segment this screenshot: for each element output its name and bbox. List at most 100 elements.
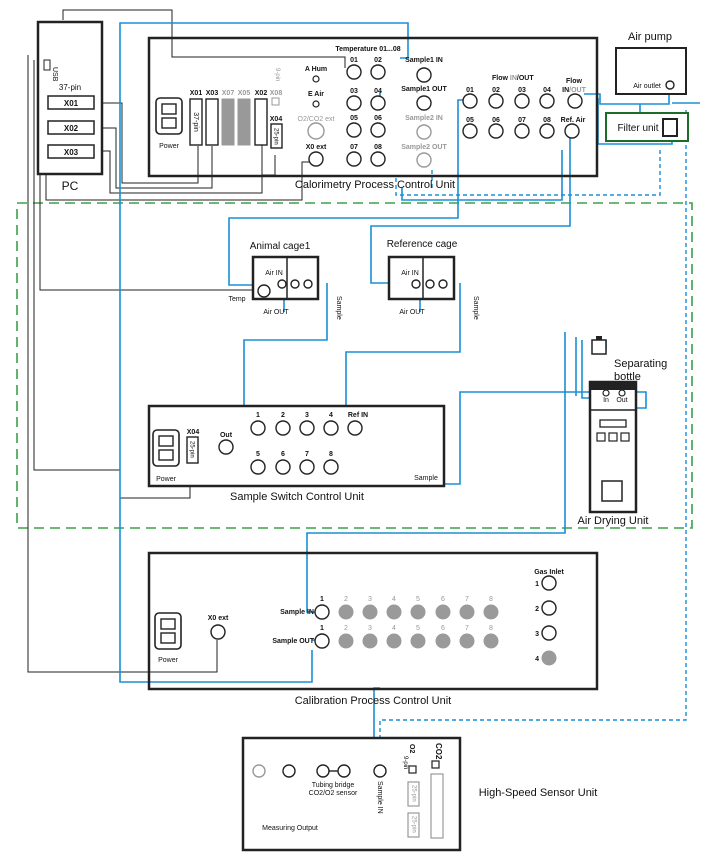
pc-port-x02-label: X02 bbox=[64, 124, 79, 133]
calorimetry-x02-label: X02 bbox=[255, 90, 268, 97]
animal-cage-title: Animal cage1 bbox=[250, 241, 311, 252]
reference-cage-air-in-label: Air IN bbox=[401, 270, 419, 277]
calorimetry-frame bbox=[147, 36, 599, 178]
cal-in-port-2-label: 2 bbox=[344, 596, 348, 603]
switch-port-5 bbox=[250, 459, 266, 475]
calorimetry-x01-pin-label: 37-pin bbox=[192, 112, 199, 132]
air-pump: Air pump Air outlet bbox=[615, 31, 687, 95]
reference-cage-sample-label: Sample bbox=[472, 296, 479, 320]
gas-inlet-4-label: 4 bbox=[535, 656, 539, 663]
high-speed-sensor-unit: Measuring Output Tubing bridge CO2/O2 se… bbox=[241, 736, 597, 852]
sample-switch-power-label: Power bbox=[156, 476, 177, 483]
hs-unused-port bbox=[252, 764, 266, 778]
cal-out-port-2-label: 2 bbox=[344, 625, 348, 632]
ref-air-port bbox=[564, 123, 580, 139]
gas-inlet-1-port bbox=[541, 575, 557, 591]
animal-cage-air-in-port bbox=[277, 279, 287, 289]
cal-in-port-1-label: 1 bbox=[320, 596, 324, 603]
pc-unit: USB 37-pin X01 X02 X03 PC bbox=[36, 20, 104, 193]
reference-cage-frame bbox=[387, 255, 456, 301]
switch-port-4-label: 4 bbox=[329, 412, 333, 419]
reference-cage-sample-port bbox=[438, 279, 448, 289]
calorimetry-x03-connector bbox=[205, 98, 219, 146]
hs-o2-connector bbox=[408, 765, 417, 774]
switch-port-4 bbox=[323, 420, 339, 436]
reference-cage-air-out-port bbox=[425, 279, 435, 289]
animal-cage-temp-label: Temp bbox=[228, 296, 245, 303]
calorimetry-25pin-label: 25-pin bbox=[272, 128, 278, 145]
calorimetry-x0ext-label: X0 ext bbox=[306, 144, 327, 151]
switch-port-2-label: 2 bbox=[281, 412, 285, 419]
hs-sample-in-label: Sample IN bbox=[376, 781, 383, 814]
switch-ref-in-label: Ref IN bbox=[348, 412, 368, 419]
hs-tubing-bridge-port-a bbox=[316, 764, 330, 778]
sample1-in-label: Sample1 IN bbox=[405, 57, 443, 64]
air-outlet-port bbox=[665, 80, 675, 90]
temp-port-07-label: 07 bbox=[350, 144, 358, 151]
flow-port-04-label: 04 bbox=[543, 87, 551, 94]
cal-in-port-5 bbox=[410, 604, 426, 620]
usb-label: USB bbox=[51, 67, 58, 82]
o2co2-ext-label: O2/CO2 ext bbox=[298, 116, 335, 123]
bottle-out-label: Out bbox=[616, 397, 627, 404]
sample-switch-out-port bbox=[218, 439, 234, 455]
hs-co2-label: CO2 bbox=[434, 743, 443, 760]
bottle-in-label: In bbox=[603, 397, 609, 404]
sample1-in-port bbox=[416, 67, 432, 83]
bottle-out-port bbox=[618, 389, 626, 397]
temp-port-04 bbox=[370, 95, 386, 111]
cal-out-port-7 bbox=[459, 633, 475, 649]
sample2-out-label: Sample2 OUT bbox=[401, 144, 447, 151]
ref-air-label: Ref. Air bbox=[561, 117, 586, 124]
pc-port-x01 bbox=[47, 95, 95, 110]
flow-ports: 01 02 03 04 05 06 07 08 bbox=[462, 87, 555, 139]
reference-cage-air-out-label: Air OUT bbox=[399, 309, 425, 316]
gas-inlet-2-label: 2 bbox=[535, 606, 539, 613]
switch-port-3 bbox=[299, 420, 315, 436]
separating-bottle-title-2: bottle bbox=[614, 371, 641, 383]
gas-inlet-2-port bbox=[541, 600, 557, 616]
cal-out-port-1-label: 1 bbox=[320, 625, 324, 632]
sample-switch-25pin-label: 25-pin bbox=[188, 441, 194, 458]
calibration-x0ext-label: X0 ext bbox=[208, 615, 229, 622]
switch-port-6-label: 6 bbox=[281, 451, 285, 458]
cal-out-port-3 bbox=[362, 633, 378, 649]
temp-port-05-label: 05 bbox=[350, 115, 358, 122]
temp-port-07 bbox=[346, 151, 362, 167]
gas-inlet-label: Gas Inlet bbox=[534, 569, 564, 576]
reference-cage-title: Reference cage bbox=[387, 239, 458, 250]
cal-in-port-7 bbox=[459, 604, 475, 620]
pc-port-x02 bbox=[47, 120, 95, 135]
flow-port-06 bbox=[488, 123, 504, 139]
cal-out-port-4 bbox=[386, 633, 402, 649]
cal-out-port-6-label: 6 bbox=[441, 625, 445, 632]
hs-sample-in-port bbox=[373, 764, 387, 778]
switch-port-3-label: 3 bbox=[305, 412, 309, 419]
air-drying-title: Air Drying Unit bbox=[578, 515, 649, 527]
calorimetry-x04-connector bbox=[270, 123, 283, 149]
switch-port-1-label: 1 bbox=[256, 412, 260, 419]
flow-port-07 bbox=[514, 123, 530, 139]
flow-inout-header: Flow IN/OUT bbox=[492, 75, 534, 82]
cal-out-port-8 bbox=[483, 633, 499, 649]
hs-25pin-label-b: 25-pin bbox=[410, 816, 416, 833]
flow-port-03-label: 03 bbox=[518, 87, 526, 94]
hs-tubing-bridge-port-b bbox=[337, 764, 351, 778]
cal-in-port-8 bbox=[483, 604, 499, 620]
calorimetry-x0ext-port bbox=[308, 151, 324, 167]
switch-ref-in-port bbox=[347, 420, 363, 436]
hs-9pin-label: 9-pin bbox=[402, 756, 408, 769]
switch-port-8 bbox=[323, 459, 339, 475]
air-drying-display bbox=[599, 419, 627, 428]
temp-port-08 bbox=[370, 151, 386, 167]
temp-port-04-label: 04 bbox=[374, 88, 382, 95]
calorimetry-x04-label: X04 bbox=[270, 116, 283, 123]
a-hum-port bbox=[312, 75, 320, 83]
calorimetry-unit: Power X01 37-pin X03 X07 X05 X02 X08 9-p… bbox=[147, 36, 599, 191]
flow-inout-port bbox=[567, 93, 583, 109]
temp-port-02-label: 02 bbox=[374, 57, 382, 64]
high-speed-frame bbox=[241, 736, 462, 852]
sample2-out-port bbox=[416, 152, 432, 168]
bottle-in-port bbox=[602, 389, 610, 397]
